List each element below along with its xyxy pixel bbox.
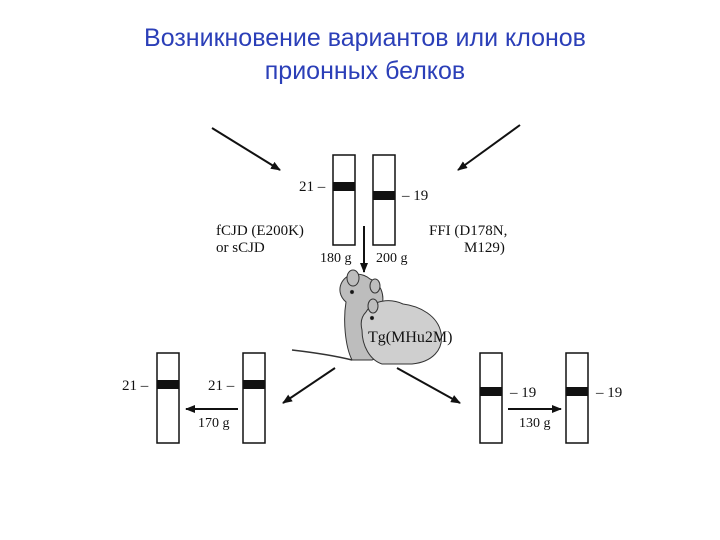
source-label-right-2: M129) [464,240,505,256]
gel-lane-top-left [332,154,356,246]
mouse-illustration [291,269,442,365]
slide-title: Возникновение вариантов или клонов прион… [0,22,720,88]
mouse-strain-label: Tg(MHu2M) [368,329,452,346]
band-label-19-bottom-right-1: – 19 [509,385,536,401]
arrow-to-bottom-right [396,367,461,404]
source-label-left-1: fCJD (E200K) [216,223,304,239]
gel-lane-bottom-left-2 [242,352,266,444]
title-line-1: Возникновение вариантов или клонов [144,24,586,52]
source-label-right-1: FFI (D178N, [429,223,507,239]
arrow-top-right [457,124,521,171]
title-line-2: прионных белков [264,57,466,85]
gel-band-bottom-right-1 [480,387,502,396]
arrow-to-bottom-left [282,367,336,404]
mass-label-bottom-left: 170 g [198,416,230,431]
gel-band-top-left [333,182,355,191]
mass-label-top-left: 180 g [320,251,352,266]
gel-lane-bottom-left-1 [156,352,180,444]
mass-label-top-right: 200 g [376,251,408,266]
band-label-19-bottom-right-2: – 19 [595,385,622,401]
band-label-21-bottom-left-1: 21 – [122,378,149,394]
mass-label-bottom-right: 130 g [519,416,551,431]
band-label-19-top: – 19 [401,188,428,204]
arrow-top-left [211,127,281,171]
gel-band-bottom-right-2 [566,387,588,396]
source-label-left-2: or sCJD [216,240,265,256]
gel-band-bottom-left-1 [157,380,179,389]
gel-lane-bottom-right-1 [479,352,503,444]
gel-band-bottom-left-2 [243,380,265,389]
band-label-21-bottom-left-2: 21 – [208,378,235,394]
gel-lane-bottom-right-2 [565,352,589,444]
gel-band-top-right [373,191,395,200]
band-label-21-top: 21 – [299,179,326,195]
